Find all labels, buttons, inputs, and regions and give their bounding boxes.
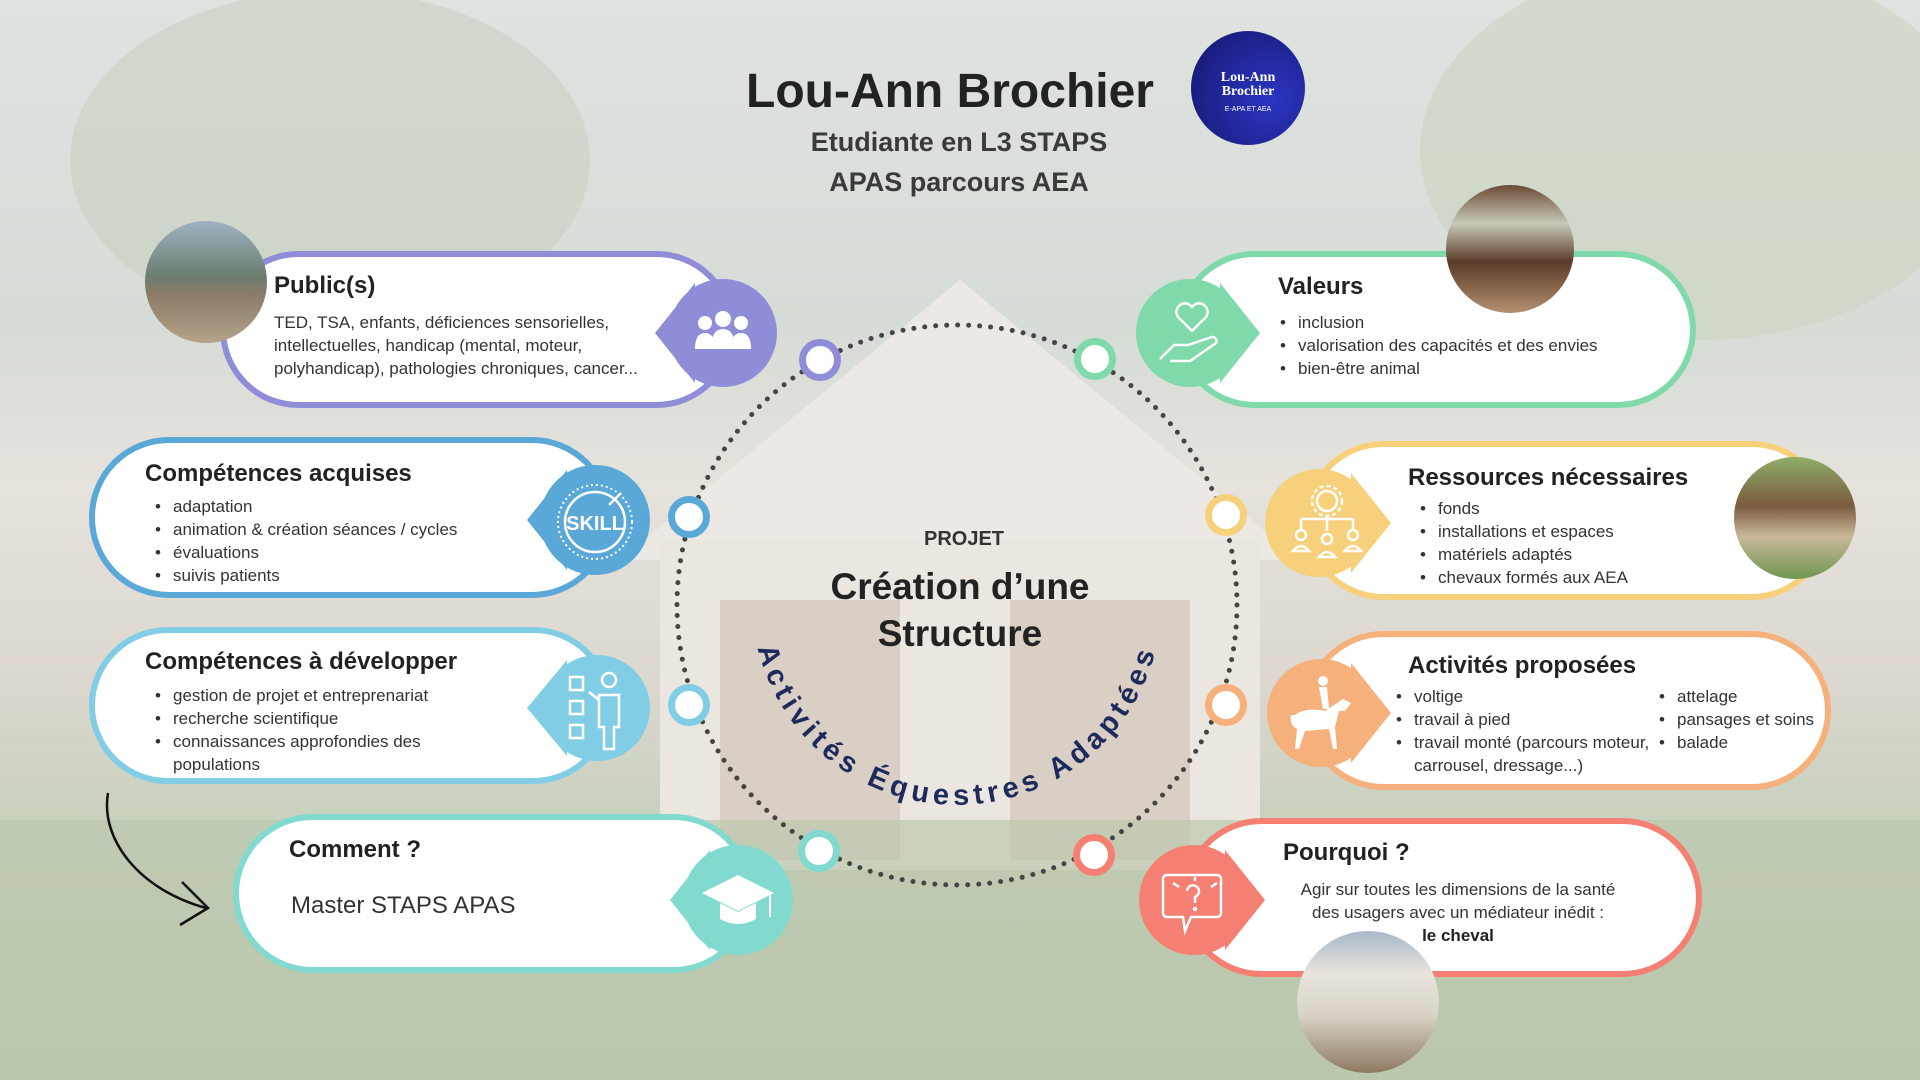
- list-item: évaluations: [151, 541, 457, 564]
- list-item: valorisation des capacités et des envies: [1276, 334, 1598, 357]
- list-item: fonds: [1416, 497, 1628, 520]
- list-item: recherche scientifique: [151, 707, 491, 730]
- logo: Lou-Ann Brochier E-APA ET AEA: [1191, 31, 1305, 145]
- card-text: Master STAPS APAS: [291, 892, 516, 919]
- list-item: connaissances approfondies des populatio…: [151, 730, 491, 776]
- list-item: chevaux formés aux AEA: [1416, 566, 1628, 589]
- card-title: Ressources nécessaires: [1408, 464, 1689, 491]
- activities-column-2: attelage pansages et soins balade: [1655, 685, 1814, 754]
- activities-column-1: voltige travail à pied travail monté (pa…: [1392, 685, 1652, 777]
- logo-text: Lou-Ann Brochier: [1220, 70, 1276, 99]
- connector-dot-pourquoi: [1073, 834, 1115, 876]
- card-text: Agir sur toutes les dimensions de la san…: [1268, 878, 1648, 947]
- project-title-line-1: Création d’une: [830, 566, 1090, 607]
- photo-stable: [1734, 457, 1856, 579]
- list-item: animation & création séances / cycles: [151, 518, 457, 541]
- checklist-person-icon: [527, 655, 650, 761]
- card-title: Compétences à développer: [145, 648, 458, 675]
- list-item: pansages et soins: [1655, 708, 1814, 731]
- connector-dot-activites: [1205, 684, 1247, 726]
- text-line: des usagers avec un médiateur inédit :: [1311, 903, 1604, 922]
- subtitle-line-1: Etudiante en L3 STAPS: [810, 127, 1108, 157]
- list-item: suivis patients: [151, 564, 457, 587]
- connector-dot-acquises: [668, 496, 710, 538]
- card-title: Pourquoi ?: [1283, 839, 1410, 866]
- card-title: Public(s): [274, 272, 376, 299]
- connector-dot-ressources: [1205, 494, 1247, 536]
- photo-horse-session: [145, 221, 267, 343]
- list-item: travail à pied: [1392, 708, 1652, 731]
- people-icon: [655, 279, 777, 387]
- list-item: adaptation: [151, 495, 457, 518]
- list-item: attelage: [1655, 685, 1814, 708]
- list-item: matériels adaptés: [1416, 543, 1628, 566]
- network-gear-icon: [1265, 469, 1391, 577]
- project-label: PROJET: [923, 528, 1005, 550]
- connector-dot-valeurs: [1074, 338, 1116, 380]
- photo-wheelchair-horse: [1446, 185, 1574, 313]
- card-list: gestion de projet et entreprenariat rech…: [151, 684, 491, 776]
- skill-icon: SKILL: [527, 465, 650, 575]
- question-bubble-icon: [1139, 845, 1265, 955]
- card-activites: Activités proposées voltige travail à pi…: [1304, 631, 1831, 790]
- text-emphasis: le cheval: [1422, 926, 1494, 945]
- card-pourquoi: Pourquoi ? Agir sur toutes les dimension…: [1182, 818, 1702, 977]
- project-title-line-2: Structure: [877, 613, 1043, 654]
- card-title: Activités proposées: [1408, 652, 1637, 679]
- card-text: TED, TSA, enfants, déficiences sensoriel…: [274, 313, 638, 378]
- card-list: adaptation animation & création séances …: [151, 495, 457, 587]
- connector-dot-public: [799, 339, 841, 381]
- card-valeurs: Valeurs inclusion valorisation des capac…: [1176, 251, 1696, 408]
- list-item: inclusion: [1276, 311, 1598, 334]
- list-item: balade: [1655, 731, 1814, 754]
- arc-text: Activités Équestres Adaptées: [751, 641, 1164, 813]
- card-list: inclusion valorisation des capacités et …: [1276, 311, 1598, 380]
- horse-rider-icon: [1267, 659, 1391, 767]
- graduation-cap-icon: [670, 845, 793, 955]
- card-list: fonds installations et espaces matériels…: [1416, 497, 1628, 589]
- photo-white-horse: [1297, 931, 1439, 1073]
- logo-subtext: E-APA ET AEA: [1224, 106, 1272, 113]
- connector-dot-developper: [668, 684, 710, 726]
- text-line: Agir sur toutes les dimensions de la san…: [1300, 880, 1616, 899]
- card-title: Valeurs: [1278, 273, 1364, 300]
- card-comment: Comment ? Master STAPS APAS: [233, 814, 753, 973]
- subtitle-line-2: APAS parcours AEA: [829, 167, 1089, 197]
- card-title: Comment ?: [289, 836, 421, 863]
- list-item: travail monté (parcours moteur, carrouse…: [1392, 731, 1652, 777]
- card-title: Compétences acquises: [145, 460, 412, 487]
- list-item: gestion de projet et entreprenariat: [151, 684, 491, 707]
- card-public: Public(s) TED, TSA, enfants, déficiences…: [220, 251, 735, 408]
- heart-hand-icon: [1136, 279, 1260, 387]
- list-item: voltige: [1392, 685, 1652, 708]
- svg-text:SKILL: SKILL: [566, 513, 624, 535]
- list-item: installations et espaces: [1416, 520, 1628, 543]
- card-competences-acquises: Compétences acquises adaptation animatio…: [89, 437, 612, 598]
- author-name: Lou-Ann Brochier: [746, 65, 1154, 118]
- card-competences-a-developper: Compétences à développer gestion de proj…: [89, 627, 612, 784]
- arc-text-path: Activités Équestres Adaptées: [751, 641, 1159, 813]
- list-item: bien-être animal: [1276, 357, 1598, 380]
- connector-dot-comment: [798, 830, 840, 872]
